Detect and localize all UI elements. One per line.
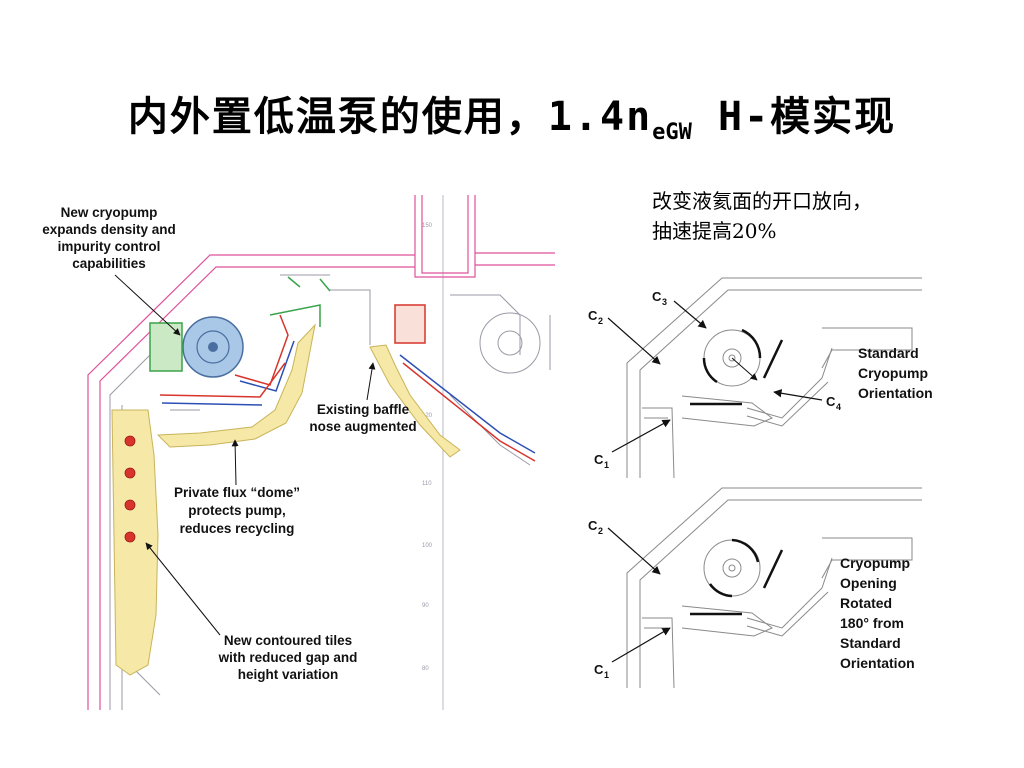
- svg-text:Opening: Opening: [840, 575, 897, 591]
- rotated-orientation-panel: C 2 C 1 Cryopump Opening Rotated 180° fr…: [588, 487, 922, 688]
- svg-text:100: 100: [422, 543, 433, 549]
- svg-text:180° from: 180° from: [840, 615, 904, 631]
- svg-text:Cryopump: Cryopump: [858, 365, 928, 381]
- svg-text:1: 1: [604, 670, 609, 680]
- svg-text:expands density and: expands density and: [42, 222, 176, 237]
- rotated-orientation-caption: Cryopump Opening Rotated 180° from Stand…: [840, 555, 915, 671]
- label-contoured-tiles: New contoured tiles with reduced gap and…: [218, 633, 358, 682]
- label-existing-baffle: Existing baffle nose augmented: [309, 402, 416, 434]
- cryopump-orientation-diagram: C 2 C 3 C 4 C 1 Standard Cryopump Orient…: [588, 277, 933, 688]
- svg-text:4: 4: [836, 402, 841, 412]
- label-private-flux-dome: Private flux “dome” protects pump, reduc…: [174, 485, 300, 536]
- svg-text:capabilities: capabilities: [72, 256, 146, 271]
- svg-text:Cryopump: Cryopump: [840, 555, 910, 571]
- svg-text:120: 120: [422, 413, 433, 419]
- svg-text:3: 3: [662, 297, 667, 307]
- callout-c1-top: C: [594, 452, 604, 467]
- svg-text:2: 2: [598, 526, 603, 536]
- helium-opening-note: 改变液氦面的开口放向， 抽速提高20%: [652, 186, 872, 246]
- svg-text:Standard: Standard: [858, 345, 919, 361]
- svg-text:height variation: height variation: [238, 667, 339, 682]
- callout-c2-top: C: [588, 308, 598, 323]
- svg-text:Rotated: Rotated: [840, 595, 892, 611]
- standard-orientation-caption: Standard Cryopump Orientation: [858, 345, 933, 401]
- svg-text:80: 80: [422, 666, 429, 672]
- svg-text:protects pump,: protects pump,: [188, 503, 286, 518]
- title-main: 内外置低温泵的使用，1.4n: [127, 94, 653, 140]
- svg-text:Existing baffle: Existing baffle: [317, 402, 410, 417]
- title-tail: H-模实现: [691, 94, 897, 140]
- svg-text:nose augmented: nose augmented: [309, 419, 416, 434]
- svg-text:with reduced gap and: with reduced gap and: [218, 650, 358, 665]
- svg-text:Orientation: Orientation: [858, 385, 933, 401]
- svg-text:impurity control: impurity control: [58, 239, 161, 254]
- label-new-cryopump: New cryopump expands density and impurit…: [42, 205, 176, 271]
- standard-orientation-panel: C 2 C 3 C 4 C 1 Standard Cryopump Orient…: [588, 277, 933, 479]
- note-line-1: 改变液氦面的开口放向，: [652, 189, 872, 213]
- callout-c4: C: [826, 394, 836, 409]
- svg-text:110: 110: [422, 481, 432, 487]
- title-subscript: eGW: [652, 120, 692, 145]
- callout-c1-bottom: C: [594, 662, 604, 677]
- svg-text:Standard: Standard: [840, 635, 901, 651]
- page-title: 内外置低温泵的使用，1.4neGW H-模实现: [0, 84, 1024, 145]
- callout-c2-bottom: C: [588, 518, 598, 533]
- note-line-2: 抽速提高20%: [652, 219, 777, 243]
- svg-text:2: 2: [598, 316, 603, 326]
- svg-text:150: 150: [422, 223, 433, 229]
- svg-text:New cryopump: New cryopump: [61, 205, 158, 220]
- svg-text:90: 90: [422, 603, 429, 609]
- svg-text:1: 1: [604, 460, 609, 470]
- callout-c3: C: [652, 289, 662, 304]
- svg-text:Private flux “dome”: Private flux “dome”: [174, 485, 300, 500]
- svg-text:New contoured tiles: New contoured tiles: [224, 633, 352, 648]
- svg-text:reduces recycling: reduces recycling: [180, 521, 295, 536]
- divertor-cross-section-diagram: 150 120 110 100 90 80: [42, 195, 555, 710]
- svg-text:Orientation: Orientation: [840, 655, 915, 671]
